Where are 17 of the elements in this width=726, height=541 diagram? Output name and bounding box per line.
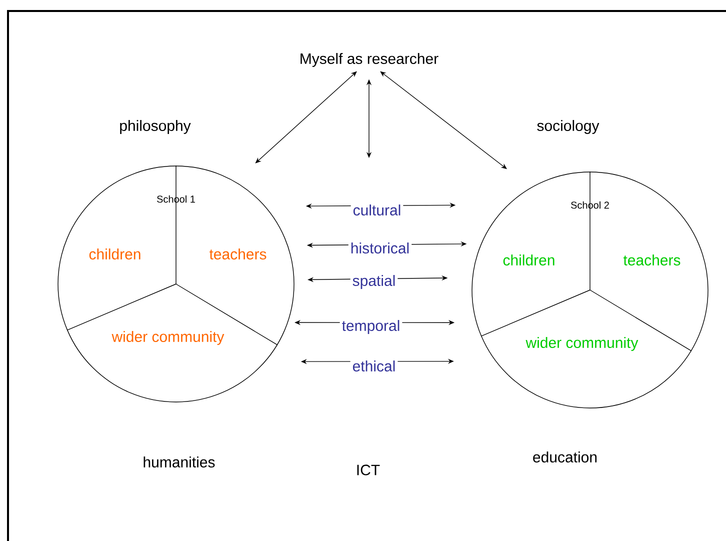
title-text: Myself as researcher (300, 53, 438, 67)
segment-label: wider community (526, 337, 638, 351)
edge-label: cultural (350, 202, 404, 218)
segment-label: children (89, 248, 140, 260)
segment-label: teachers (209, 248, 266, 260)
field-label: ICT (357, 464, 380, 476)
edge-label: ethical (350, 358, 398, 374)
field-label: humanities (144, 456, 215, 468)
field-label: education (533, 451, 597, 462)
edge-label: historical (348, 240, 412, 256)
segment-label: wider community (112, 331, 224, 345)
edge-label: temporal (340, 318, 402, 336)
segment-label: children (503, 254, 554, 266)
edge-label: spatial (350, 273, 398, 291)
segment-label: teachers (623, 254, 680, 266)
field-label: philosophy (120, 120, 191, 134)
field-label: sociology (537, 120, 600, 134)
